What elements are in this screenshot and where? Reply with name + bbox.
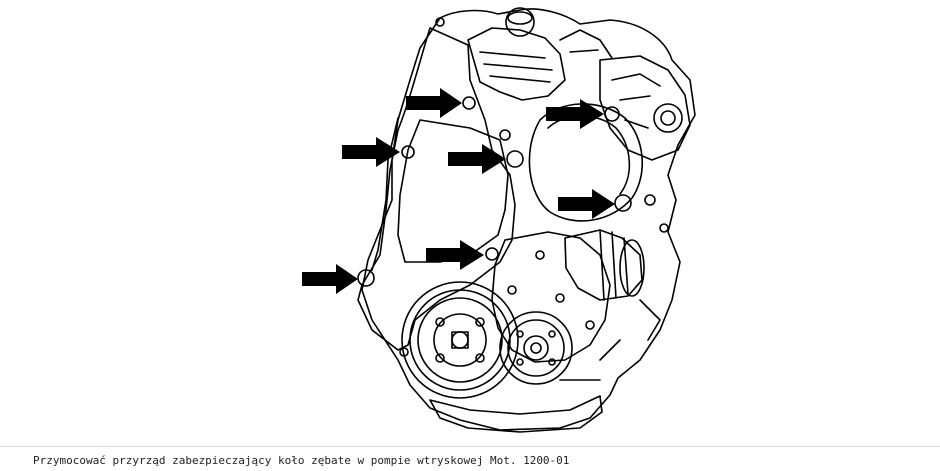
timing-cover-inner bbox=[397, 119, 509, 263]
arrow-right-icon bbox=[342, 137, 400, 167]
water-pump-pulley bbox=[499, 311, 573, 385]
sprocket-housing bbox=[528, 103, 644, 222]
arrow-right-icon bbox=[302, 264, 358, 294]
injection-pump bbox=[599, 55, 691, 161]
bolt-5 bbox=[614, 194, 632, 212]
bolt-4 bbox=[604, 106, 620, 122]
arrow-right-icon bbox=[558, 189, 615, 219]
figure-caption: Przymocować przyrząd zabezpieczający koł… bbox=[33, 454, 570, 467]
bolt-2 bbox=[401, 145, 415, 159]
caption-bar: Przymocować przyrząd zabezpieczający koł… bbox=[0, 446, 940, 471]
engine-block bbox=[491, 231, 611, 363]
arrow-right-icon bbox=[406, 88, 462, 118]
bolt-6 bbox=[485, 247, 499, 261]
crank-pulley bbox=[401, 281, 519, 399]
cylinder-head bbox=[467, 27, 566, 101]
oil-sump bbox=[429, 395, 603, 433]
bolt-1 bbox=[462, 96, 476, 110]
bolt-7 bbox=[357, 269, 375, 287]
arrow-right-icon bbox=[448, 144, 506, 174]
engine-diagram bbox=[302, 7, 696, 433]
timing-cover bbox=[357, 27, 516, 351]
arrow-right-icon bbox=[426, 240, 484, 270]
bolt-3 bbox=[506, 150, 524, 168]
oil-filter bbox=[564, 229, 643, 301]
engine-outline bbox=[361, 8, 696, 431]
arrow-right-icon bbox=[546, 99, 604, 129]
